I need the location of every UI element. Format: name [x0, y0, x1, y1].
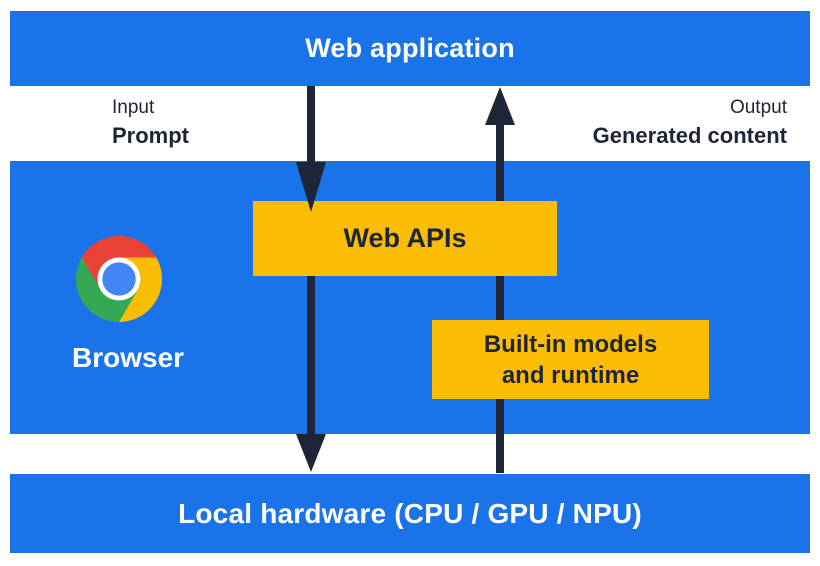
built-in-models-box: Built-in models and runtime — [432, 320, 709, 399]
input-value: Prompt — [112, 123, 189, 148]
models-label-line1: Built-in models — [483, 330, 658, 358]
chrome-logo-red-segment — [81, 236, 157, 290]
chrome-logo-icon — [76, 236, 162, 322]
input-title: Input — [112, 97, 155, 118]
output-value: Generated content — [592, 123, 787, 148]
local-hardware-layer: Local hardware (CPU / GPU / NPU) — [10, 474, 810, 553]
web-application-label: Web application — [305, 33, 515, 63]
models-label-line2: and runtime — [501, 361, 640, 389]
chrome-logo-blue-center — [102, 262, 136, 296]
web-application-layer: Web application — [10, 11, 810, 86]
input-label-group: Input Prompt — [112, 95, 189, 150]
web-apis-box: Web APIs — [253, 201, 557, 276]
up-arrowhead-to-web-application — [485, 87, 515, 125]
down-arrowhead-to-hardware — [296, 434, 326, 472]
output-title: Output — [729, 97, 787, 118]
chrome-logo-green-segment — [76, 257, 138, 322]
web-apis-label: Web APIs — [343, 223, 467, 253]
output-label-group: Output Generated content — [593, 95, 787, 150]
chrome-logo-yellow-segment — [119, 257, 162, 322]
local-hardware-label: Local hardware (CPU / GPU / NPU) — [178, 497, 642, 529]
browser-label: Browser — [72, 342, 185, 373]
